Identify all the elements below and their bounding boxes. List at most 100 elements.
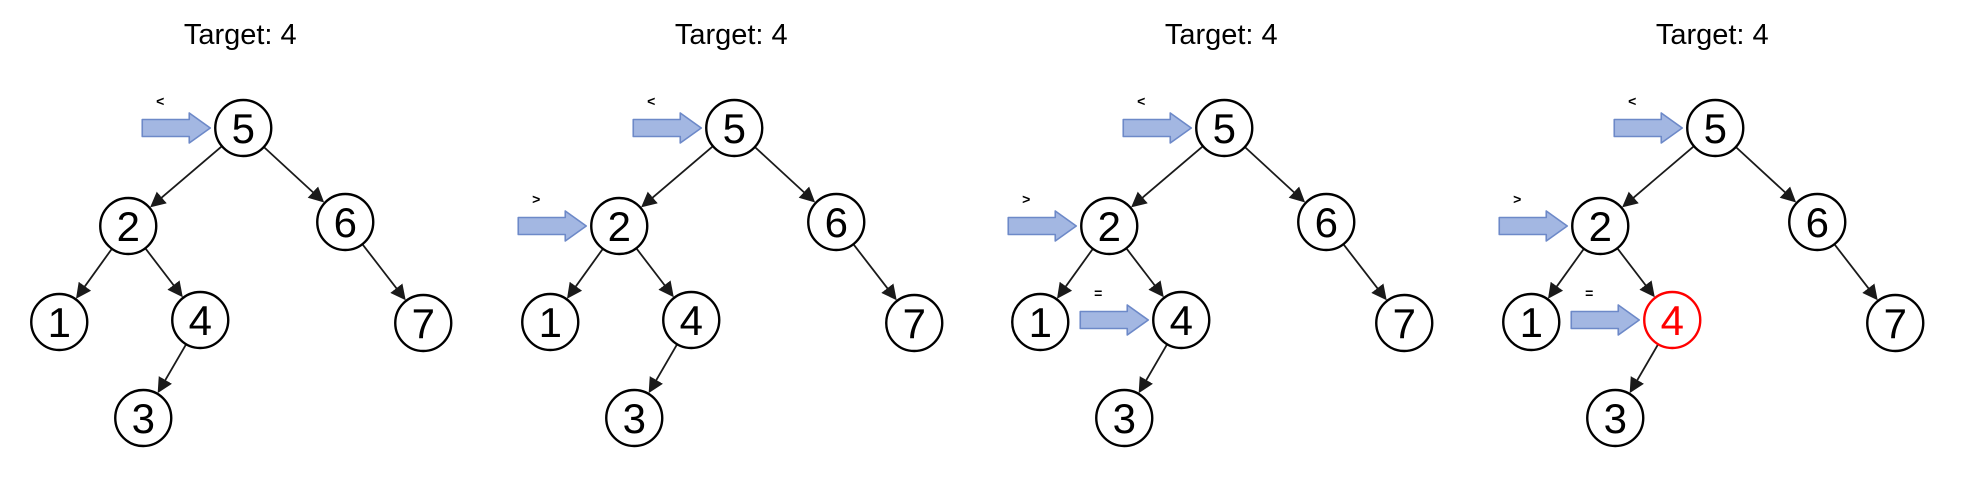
tree-node-circle-4 xyxy=(661,290,720,350)
tree-node-label-2: 2 xyxy=(117,203,140,250)
comparison-op-node-5: < xyxy=(156,93,164,109)
tree-edge-2-1 xyxy=(1547,248,1585,299)
tree-edge-5-6 xyxy=(1734,146,1796,203)
tree-node-label-6: 6 xyxy=(1805,199,1828,246)
tree-node-label-7: 7 xyxy=(902,300,925,347)
tree-edge-2-4 xyxy=(1616,247,1655,298)
tree-edge-6-7 xyxy=(1833,243,1878,301)
tree-node-circle-7 xyxy=(1865,293,1924,353)
tree-node-label-5: 5 xyxy=(232,105,255,152)
tree-node-circle-5 xyxy=(1195,98,1254,158)
tree-node-label-7: 7 xyxy=(1393,300,1416,347)
tree-step-2: < >5 2 6 1 4 7 3 xyxy=(516,93,943,448)
pointer-arrow-node-2 xyxy=(1497,210,1568,242)
tree-edge-4-3 xyxy=(1138,343,1168,394)
pointer-arrow-node-2 xyxy=(1007,210,1078,242)
tree-node-circle-3 xyxy=(1095,388,1154,448)
tree-node-label-4: 4 xyxy=(1660,297,1683,344)
tree-node-circle-2 xyxy=(1080,196,1139,256)
tree-node-label-2: 2 xyxy=(1098,203,1121,250)
comparison-op-node-4: = xyxy=(1585,285,1593,301)
tree-node-label-1: 1 xyxy=(1519,299,1542,346)
tree-edge-2-4 xyxy=(144,247,183,298)
comparison-op-node-5: < xyxy=(1137,93,1145,109)
tree-edge-6-7 xyxy=(1342,243,1387,301)
tree-edge-5-2 xyxy=(150,145,223,208)
tree-node-label-3: 3 xyxy=(1113,395,1136,442)
tree-node-circle-5 xyxy=(704,98,763,158)
tree-node-circle-2 xyxy=(99,196,158,256)
pointer-arrow-node-5 xyxy=(631,112,702,144)
tree-node-circle-1 xyxy=(30,292,89,352)
tree-node-circle-2 xyxy=(1570,196,1629,256)
tree-node-label-6: 6 xyxy=(824,199,847,246)
pointer-arrow-node-5 xyxy=(141,112,212,144)
tree-canvas-step-2: Target: 4 < >5 2 6 1 4 7 3 xyxy=(516,19,943,448)
tree-node-label-6: 6 xyxy=(334,199,357,246)
tree-node-label-1: 1 xyxy=(1029,299,1052,346)
tree-node-circle-5 xyxy=(214,98,273,158)
comparison-op-node-2: > xyxy=(1022,191,1030,207)
comparison-op-node-5: < xyxy=(647,93,655,109)
tree-node-label-1: 1 xyxy=(538,299,561,346)
tree-edge-5-6 xyxy=(753,146,815,203)
tree-node-label-4: 4 xyxy=(189,297,212,344)
tree-edge-5-6 xyxy=(263,146,325,203)
tree-node-circle-7 xyxy=(884,293,943,353)
tree-node-circle-4 xyxy=(1152,290,1211,350)
tree-node-circle-3 xyxy=(1585,388,1644,448)
tree-edge-5-2 xyxy=(1621,145,1695,208)
tree-node-label-5: 5 xyxy=(722,105,745,152)
pointer-arrow-node-5 xyxy=(1122,112,1193,144)
tree-node-label-4: 4 xyxy=(679,297,702,344)
tree-edge-6-7 xyxy=(361,243,406,301)
tree-edge-2-4 xyxy=(635,247,674,298)
comparison-op-node-2: > xyxy=(532,191,540,207)
tree-node-label-2: 2 xyxy=(607,203,630,250)
tree-edge-4-3 xyxy=(157,343,187,394)
tree-node-label-4: 4 xyxy=(1170,297,1193,344)
bst-search-step-2: Target: 4 < >5 2 6 1 4 7 3 xyxy=(491,0,982,490)
tree-edge-2-1 xyxy=(566,248,604,299)
tree-node-circle-1 xyxy=(1501,292,1560,352)
tree-node-circle-7 xyxy=(1375,293,1434,353)
pointer-arrow-node-4 xyxy=(1569,304,1640,336)
tree-node-label-3: 3 xyxy=(622,395,645,442)
pointer-arrow-node-4 xyxy=(1079,304,1150,336)
tree-edge-2-4 xyxy=(1125,247,1164,298)
panel-title: Target: 4 xyxy=(184,19,297,51)
panel-title: Target: 4 xyxy=(1655,19,1768,51)
panel-title: Target: 4 xyxy=(1165,19,1278,51)
tree-node-label-6: 6 xyxy=(1315,199,1338,246)
tree-node-label-7: 7 xyxy=(1883,300,1906,347)
tree-node-label-1: 1 xyxy=(48,299,71,346)
comparison-op-node-2: > xyxy=(1513,191,1521,207)
tree-edge-2-1 xyxy=(1057,248,1094,299)
tree-edge-5-2 xyxy=(1131,145,1204,208)
tree-node-circle-2 xyxy=(589,196,648,256)
tree-node-circle-1 xyxy=(520,292,579,352)
tree-node-circle-3 xyxy=(114,388,173,448)
tree-edge-4-3 xyxy=(1629,343,1659,394)
tree-edge-5-2 xyxy=(640,145,714,208)
tree-edge-4-3 xyxy=(648,343,678,394)
pointer-arrow-node-5 xyxy=(1612,112,1683,144)
tree-node-circle-1 xyxy=(1011,292,1070,352)
comparison-op-node-4: = xyxy=(1094,285,1102,301)
pointer-arrow-node-2 xyxy=(516,210,587,242)
tree-node-circle-6 xyxy=(316,192,375,252)
tree-node-label-7: 7 xyxy=(412,300,435,347)
panel-title: Target: 4 xyxy=(674,19,787,51)
comparison-op-node-5: < xyxy=(1628,93,1636,109)
found-tree-node-circle-4 xyxy=(1642,290,1701,350)
tree-edge-2-1 xyxy=(76,248,113,299)
tree-node-label-2: 2 xyxy=(1588,203,1611,250)
